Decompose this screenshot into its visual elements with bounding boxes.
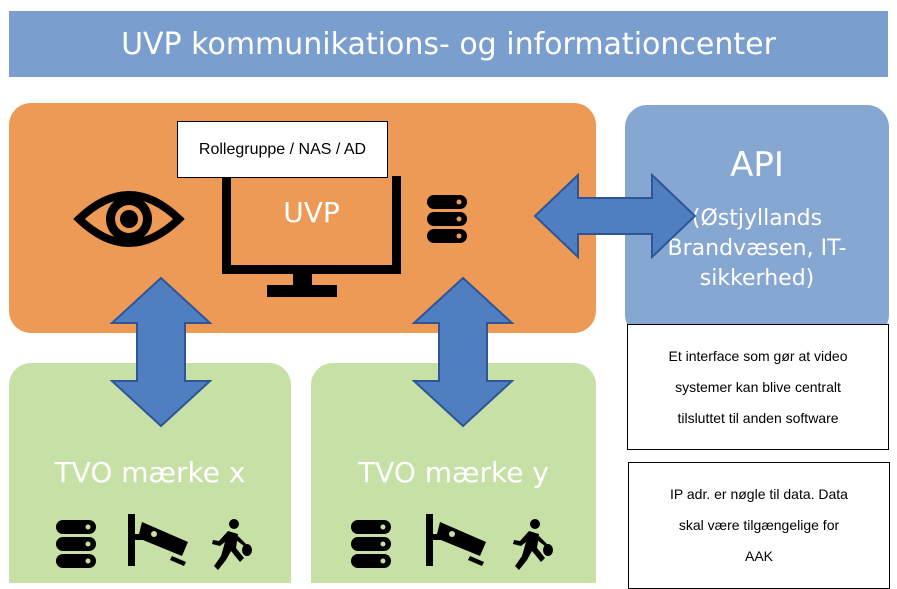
title-bar: UVP kommunikations- og informationcenter bbox=[9, 11, 888, 77]
ip-note-line: IP adr. er nøgle til data. Data bbox=[670, 486, 848, 502]
cctv-camera-icon bbox=[426, 514, 486, 566]
ip-note: IP adr. er nøgle til data. Data skal vær… bbox=[628, 462, 890, 589]
interface-note-line: Et interface som gør at video bbox=[668, 347, 848, 364]
cctv-camera-icon bbox=[128, 514, 188, 566]
uvp-label: UVP bbox=[283, 196, 340, 229]
page-title: UVP kommunikations- og informationcenter bbox=[121, 26, 776, 62]
database-icon bbox=[56, 520, 96, 568]
ip-note-line: AAK bbox=[744, 548, 773, 564]
tvo-x-label: TVO mærke x bbox=[54, 456, 246, 489]
thief-running-icon bbox=[212, 519, 252, 570]
api-subtitle: (Østjyllands Brandvæsen, IT-sikkerhed) bbox=[667, 206, 847, 291]
monitor-stand-neck bbox=[293, 272, 312, 287]
interface-note: Et interface som gør at video systemer k… bbox=[627, 324, 889, 450]
tvo-y-label: TVO mærke y bbox=[358, 456, 549, 489]
uvp-tvo-x-arrow bbox=[109, 276, 213, 428]
uvp-tvo-y-arrow bbox=[411, 276, 515, 428]
interface-note-line: systemer kan blive centralt bbox=[675, 378, 841, 395]
monitor-icon bbox=[222, 176, 401, 274]
uvp-api-arrow bbox=[533, 172, 697, 260]
monitor-stand-base bbox=[267, 285, 337, 297]
database-icon bbox=[427, 195, 467, 243]
role-group-label: Rollegruppe / NAS / AD bbox=[177, 121, 388, 178]
thief-running-icon bbox=[513, 519, 553, 570]
database-icon bbox=[351, 520, 391, 568]
interface-note-line: tilsluttet til anden software bbox=[677, 409, 839, 426]
api-title: API bbox=[730, 145, 784, 185]
ip-note-line: skal være tilgængelige for bbox=[678, 517, 840, 533]
eye-icon bbox=[73, 191, 185, 247]
